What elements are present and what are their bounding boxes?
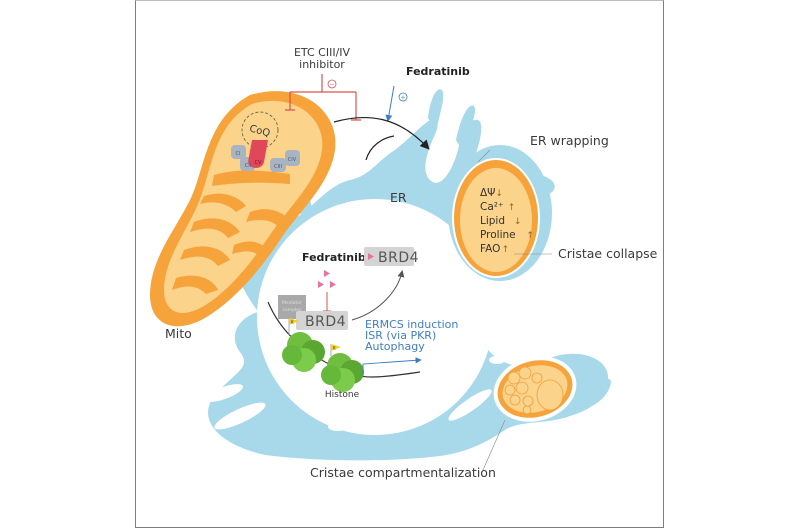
- fedratinib-molecules: [318, 270, 336, 288]
- brd4-free-box: [364, 247, 414, 266]
- mitochondrion-main: CoQ CI CII CV CIII CIV: [150, 91, 336, 327]
- brd4-free-label: BRD4: [378, 250, 419, 266]
- brd4-bound-label: BRD4: [305, 314, 346, 330]
- arrow-down-icon: ↓: [495, 189, 503, 199]
- complex-civ: [285, 150, 300, 166]
- fedratinib-top-label: Fedratinib: [406, 65, 470, 78]
- arrow-down-icon: ↓: [514, 217, 522, 227]
- activation-arrow: [385, 85, 395, 122]
- er-wrapping-leader: [477, 149, 491, 163]
- complex-ciii: [270, 158, 286, 172]
- acetyl-mark-2: K: [333, 346, 336, 351]
- complex-civ-label: CIV: [288, 157, 297, 163]
- mediator-label-line1: Mediator: [282, 300, 302, 306]
- coq-label: CoQ: [248, 123, 271, 139]
- cristae-compartmentalization-leader: [482, 419, 506, 471]
- er-wrapping-label: ER wrapping: [530, 133, 609, 148]
- acetyl-mark-1: K: [291, 320, 294, 325]
- coq-pool: [241, 111, 279, 149]
- complex-ci: [231, 145, 246, 159]
- mediator-label-line2: complex: [282, 307, 301, 313]
- mito-change-2: Lipid: [480, 215, 505, 227]
- brd4-release-arrow: [351, 270, 405, 321]
- fedratinib-nucleus-label: Fedratinib: [302, 251, 366, 264]
- er-curve-line: [365, 135, 395, 161]
- acetyl-flag-1: K: [288, 318, 299, 335]
- outcome-autophagy: Autophagy: [365, 340, 425, 353]
- er-label: ER: [390, 190, 407, 205]
- arrow-up-icon: ↑: [508, 203, 516, 213]
- etc-inhibitor-label-line1: ETC CIII/IV: [294, 46, 351, 59]
- mito-changes-list: ΔΨ↓Ca²⁺↑Lipid↓Proline↑FAO↑: [480, 187, 534, 255]
- mitochondrion-wrapped: [448, 145, 552, 281]
- inhibit-sign-text: −: [329, 82, 334, 89]
- transcription-arrow: [362, 357, 422, 376]
- mito-change-1: Ca²⁺: [480, 201, 504, 213]
- etc-inhibitor-label-line2: inhibitor: [299, 58, 345, 71]
- acetyl-flag-2: K: [330, 344, 341, 356]
- arrow-up-icon: ↑: [526, 231, 534, 241]
- cristae-compartmentalization-label: Cristae compartmentalization: [310, 465, 496, 480]
- histone-1: [282, 332, 325, 372]
- complex-cv-label: CV: [255, 160, 262, 166]
- fedratinib-bound-icon: [368, 253, 374, 260]
- cristae-folds: [172, 170, 290, 294]
- inhibition-bracket: [285, 74, 361, 121]
- arrow-up-icon: ↑: [502, 245, 510, 255]
- cristae-collapse-label: Cristae collapse: [558, 246, 658, 261]
- mito-change-4: FAO: [480, 243, 500, 255]
- complex-ciii-label: CIII: [274, 164, 282, 170]
- brd4-bound-box: [296, 311, 348, 330]
- etc-complexes: CI CII CV CIII CIV: [231, 140, 300, 172]
- activate-sign-text: +: [400, 95, 405, 102]
- outcome-ermcs: ERMCS induction: [365, 318, 458, 331]
- outcome-isr: ISR (via PKR): [365, 329, 436, 342]
- mito-label: Mito: [165, 326, 192, 341]
- complex-ci-label: CI: [236, 151, 241, 157]
- mito-to-er-arrow: [333, 116, 430, 150]
- inhibit-sign-icon: [327, 79, 337, 89]
- mito-change-0: ΔΨ: [480, 187, 495, 199]
- histone-nucleosomes: [282, 332, 364, 392]
- complex-cii-label: CII: [245, 163, 251, 169]
- activate-sign-icon: [398, 92, 408, 102]
- histone-label: Histone: [325, 390, 360, 400]
- complex-cv: [248, 140, 268, 168]
- mitochondrion-compartmentalized: [493, 356, 611, 422]
- histone-2: [321, 353, 364, 392]
- mito-change-3: Proline: [480, 229, 516, 241]
